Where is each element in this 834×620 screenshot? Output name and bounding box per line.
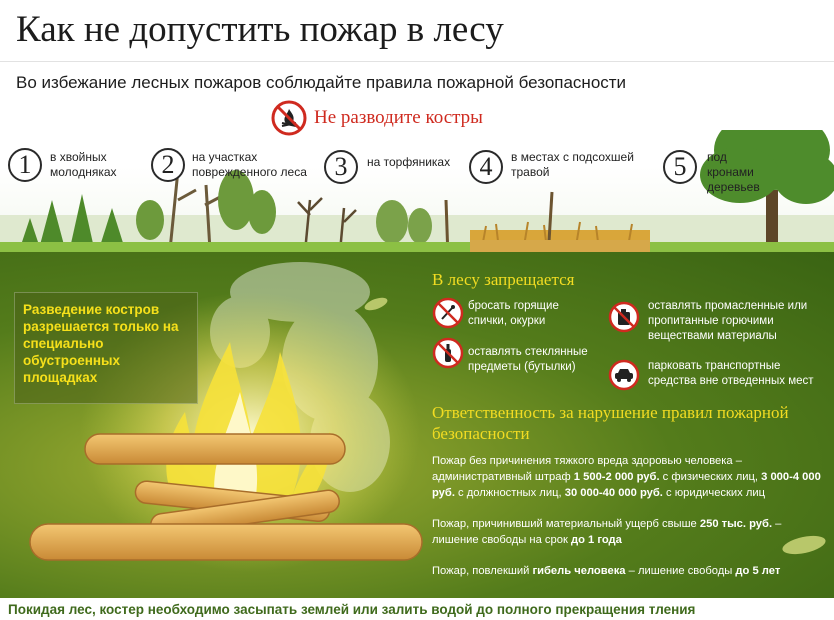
allowed-campfire-text: Разведение костров разрешается только на… <box>23 302 179 385</box>
forbidden-item-1: бросать горящие спички, окурки <box>468 300 559 327</box>
resp2-term: до 1 года <box>570 534 622 546</box>
footer-text: Покидая лес, костер необходимо засыпать … <box>8 602 696 617</box>
page-title: Как не допустить пожар в лесу <box>16 9 504 50</box>
resp1-text-a: Пожар без причинения тяжкого вреда здоро… <box>432 455 742 483</box>
forbidden-item-4: парковать транспортные средства вне отве… <box>648 360 814 387</box>
place-text-4: в местах с подсохшей травой <box>511 150 634 179</box>
resp3-death: гибель человека <box>532 565 626 577</box>
resp2-damage: 250 тыс. руб. <box>699 518 773 530</box>
resp1-text-c: с физических лиц, <box>659 471 762 483</box>
resp1-text-g: с юридических лиц <box>662 487 766 499</box>
no-fire-icon <box>271 100 307 136</box>
place-text-5: под кронами деревьев <box>707 150 760 194</box>
place-number-5: 5 <box>663 150 697 184</box>
responsibility-paragraph-3: Пожар, повлекший гибель человека – лишен… <box>432 563 828 579</box>
place-text-1: в хвойных молодняках <box>50 150 117 179</box>
resp1-fine-officials: 3 000-4 000 руб. <box>432 471 821 499</box>
bottle-icon <box>432 337 464 369</box>
no-fires-label: Не разводите костры <box>314 107 483 128</box>
resp3-text-c: – лишение свободы <box>625 565 736 577</box>
forbidden-title: В лесу запрещается <box>432 270 575 289</box>
place-number-4: 4 <box>469 150 503 184</box>
resp2-text-c: – лишение свободы на срок <box>432 518 782 546</box>
place-text-2: на участках поврежденного леса <box>192 150 307 179</box>
resp1-fine-individual: 1 500-2 000 руб. <box>573 471 660 483</box>
forbidden-item-2: оставлять стеклянные предметы (бутылки) <box>468 346 588 373</box>
car-icon <box>608 359 640 391</box>
forbidden-item-3: оставлять промасленные или пропитанные г… <box>648 300 808 342</box>
allowed-campfire-box: Разведение костров разрешается только на… <box>14 292 198 404</box>
resp3-term: до 5 лет <box>735 565 781 577</box>
resp1-text-e: с должностных лиц, <box>454 487 565 499</box>
page-subtitle: Во избежание лесных пожаров соблюдайте п… <box>16 73 627 92</box>
responsibility-paragraph-1: Пожар без причинения тяжкого вреда здоро… <box>432 453 828 501</box>
place-number-3: 3 <box>324 150 358 184</box>
place-number-2: 2 <box>151 148 185 182</box>
place-number-1: 1 <box>8 148 42 182</box>
matches-icon <box>432 297 464 329</box>
footer-bar <box>0 598 834 620</box>
resp3-text-a: Пожар, повлекший <box>432 565 533 577</box>
resp2-text-a: Пожар, причинивший материальный ущерб св… <box>432 518 700 530</box>
resp1-fine-legal: 30 000-40 000 руб. <box>564 487 663 499</box>
title-bar <box>0 0 834 62</box>
oil-can-icon <box>608 301 640 333</box>
place-text-3: на торфяниках <box>367 155 451 169</box>
responsibility-paragraph-2: Пожар, причинивший материальный ущерб св… <box>432 516 828 548</box>
responsibility-title: Ответственность за нарушение правил пожа… <box>432 403 789 443</box>
